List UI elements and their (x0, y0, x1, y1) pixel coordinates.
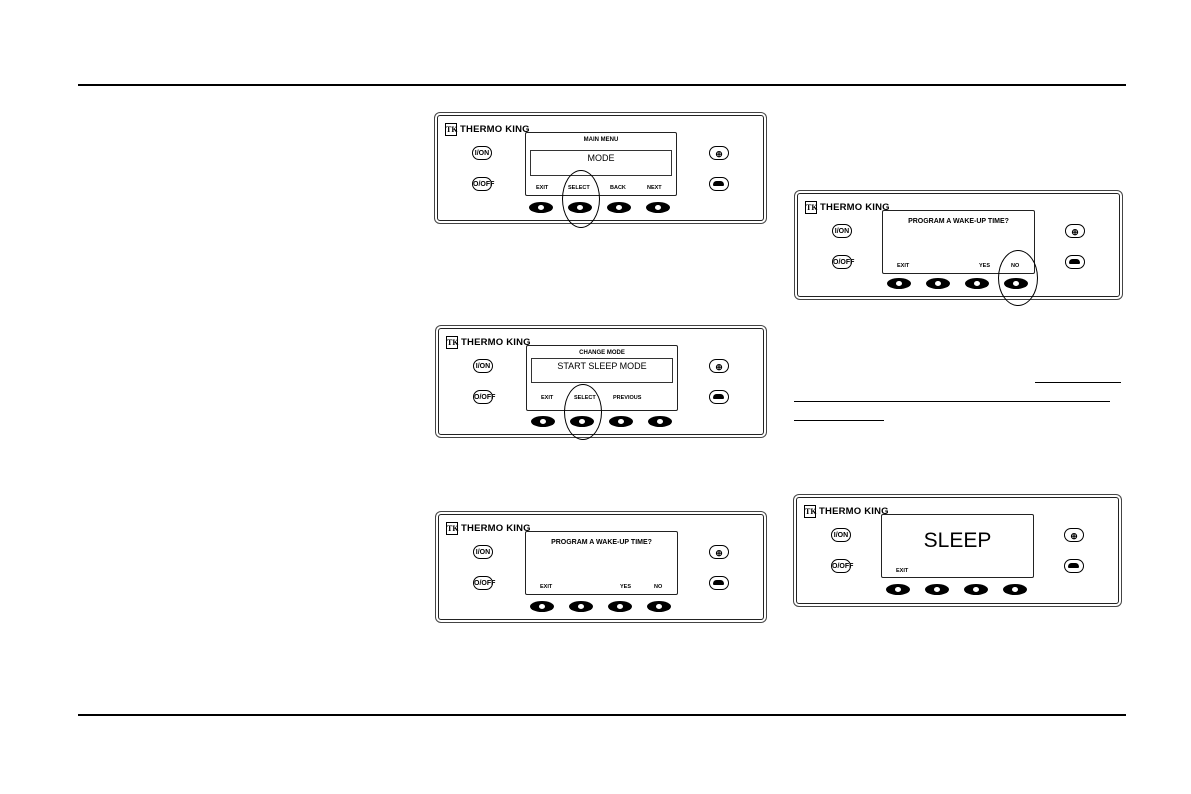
defrost-icon: ⊕ (1071, 227, 1079, 237)
off-button[interactable]: O/OFF (473, 576, 495, 590)
controller-panel-main-menu: TK THERMO KING I/ON O/OFF ⊕ MAIN MENU MO… (437, 115, 764, 228)
off-button[interactable]: O/OFF (473, 390, 495, 404)
screen-title: CHANGE MODE (579, 350, 625, 356)
highlight-circle (998, 250, 1038, 306)
soft-key-1[interactable] (887, 278, 911, 289)
screen-question: PROGRAM A WAKE-UP TIME? (908, 218, 1009, 225)
display-screen: PROGRAM A WAKE-UP TIME? EXIT YES NO (525, 531, 678, 595)
brand-name: THERMO KING (461, 337, 531, 348)
soft-label-yes: YES (979, 263, 991, 269)
soft-label-exit: EXIT (897, 263, 910, 269)
soft-key-1[interactable] (529, 202, 553, 213)
thermoking-logo-icon: TK (805, 201, 818, 214)
soft-key-3[interactable] (607, 202, 631, 213)
off-button[interactable]: O/OFF (472, 177, 494, 191)
soft-label-yes: YES (620, 584, 632, 590)
display-screen: MAIN MENU MODE EXIT SELECT BACK NEXT (525, 132, 677, 196)
soft-label-exit: EXIT (541, 395, 554, 401)
soft-label-next: NEXT (647, 185, 662, 191)
soft-key-1[interactable] (531, 416, 555, 427)
cycle-sentry-button[interactable] (1064, 559, 1084, 573)
soft-key-2[interactable] (926, 278, 950, 289)
screen-field: START SLEEP MODE (531, 358, 673, 383)
brand: TK THERMO KING (446, 336, 531, 349)
brand: TK THERMO KING (805, 201, 890, 214)
footer-rule (78, 714, 1126, 716)
soft-label-exit: EXIT (536, 185, 549, 191)
soft-key-4[interactable] (648, 416, 672, 427)
defrost-button[interactable]: ⊕ (709, 545, 729, 559)
brand-name: THERMO KING (460, 124, 530, 135)
off-button[interactable]: O/OFF (832, 255, 854, 269)
on-button[interactable]: I/ON (472, 146, 492, 160)
screen-field: MODE (530, 150, 672, 176)
soft-key-4[interactable] (647, 601, 671, 612)
cycle-sentry-button[interactable] (709, 390, 729, 404)
brand: TK THERMO KING (445, 123, 530, 136)
soft-key-1[interactable] (530, 601, 554, 612)
cycle-sentry-button[interactable] (709, 576, 729, 590)
highlight-circle (562, 170, 600, 228)
thermoking-logo-icon: TK (446, 336, 459, 349)
defrost-button[interactable]: ⊕ (709, 146, 729, 160)
brand: TK THERMO KING (446, 522, 531, 535)
soft-key-3[interactable] (964, 584, 988, 595)
defrost-button[interactable]: ⊕ (1065, 224, 1085, 238)
header-rule (78, 84, 1126, 86)
soft-key-4[interactable] (1003, 584, 1027, 595)
screen-question: PROGRAM A WAKE-UP TIME? (551, 539, 652, 546)
soft-label-exit: EXIT (540, 584, 553, 590)
note-underline (794, 420, 884, 421)
soft-label-back: BACK (610, 185, 626, 191)
thermoking-logo-icon: TK (446, 522, 459, 535)
defrost-icon: ⊕ (715, 548, 723, 558)
brand: TK THERMO KING (804, 505, 889, 518)
soft-key-3[interactable] (965, 278, 989, 289)
thermoking-logo-icon: TK (445, 123, 458, 136)
soft-label-exit: EXIT (896, 568, 909, 574)
defrost-icon: ⊕ (715, 362, 723, 372)
soft-label-no: NO (654, 584, 663, 590)
controller-panel-change-mode: TK THERMO KING I/ON O/OFF ⊕ CHANGE MODE … (438, 328, 764, 440)
defrost-button[interactable]: ⊕ (709, 359, 729, 373)
brand-name: THERMO KING (819, 506, 889, 517)
soft-label-previous: PREVIOUS (613, 395, 642, 401)
controller-panel-wakeup-left: TK THERMO KING I/ON O/OFF ⊕ PROGRAM A WA… (438, 514, 764, 620)
on-button[interactable]: I/ON (832, 224, 852, 238)
display-screen: SLEEP EXIT (881, 514, 1034, 578)
soft-key-2[interactable] (569, 601, 593, 612)
display-screen: CHANGE MODE START SLEEP MODE EXIT SELECT… (526, 345, 678, 411)
defrost-icon: ⊕ (1070, 531, 1078, 541)
defrost-icon: ⊕ (715, 149, 723, 159)
on-button[interactable]: I/ON (831, 528, 851, 542)
soft-key-3[interactable] (609, 416, 633, 427)
soft-key-1[interactable] (886, 584, 910, 595)
brand-name: THERMO KING (820, 202, 890, 213)
controller-panel-wakeup-right: TK THERMO KING I/ON O/OFF ⊕ PROGRAM A WA… (797, 193, 1120, 306)
on-button[interactable]: I/ON (473, 359, 493, 373)
cycle-sentry-button[interactable] (709, 177, 729, 191)
note-underline (1035, 382, 1121, 383)
soft-key-3[interactable] (608, 601, 632, 612)
note-underline (794, 401, 1110, 402)
cycle-sentry-button[interactable] (1065, 255, 1085, 269)
controller-panel-sleep: TK THERMO KING I/ON O/OFF ⊕ SLEEP EXIT (796, 497, 1119, 604)
screen-title: MAIN MENU (583, 137, 619, 143)
soft-key-2[interactable] (925, 584, 949, 595)
soft-key-4[interactable] (646, 202, 670, 213)
highlight-circle (564, 384, 602, 440)
off-button[interactable]: O/OFF (831, 559, 853, 573)
on-button[interactable]: I/ON (473, 545, 493, 559)
screen-display: SLEEP (923, 529, 992, 552)
thermoking-logo-icon: TK (804, 505, 817, 518)
brand-name: THERMO KING (461, 523, 531, 534)
defrost-button[interactable]: ⊕ (1064, 528, 1084, 542)
display-screen: PROGRAM A WAKE-UP TIME? EXIT YES NO (882, 210, 1035, 274)
